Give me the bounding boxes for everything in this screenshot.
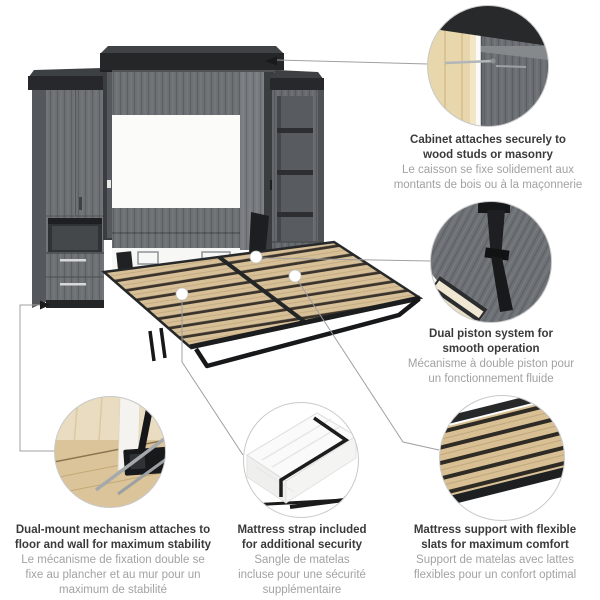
arrow-left-icon [265,56,277,66]
caption-line: Dual-mount mechanism attaches to [15,524,211,536]
bed-leg [148,330,156,362]
caption-line: Sangle de matelas [254,554,350,566]
marker-dot-slats [288,269,302,283]
caption-line: Le caisson se fixe solidement aux [402,164,574,176]
caption-line: Cabinet attaches securely to [410,134,566,146]
caption-line: slats for maximum comfort [421,539,569,551]
connector-dual-mount [19,304,54,452]
marker-dot-strap [175,287,189,301]
caption-dual-mount: Dual-mount mechanism attaches to floor a… [0,523,226,598]
connector-slat-support [297,280,440,451]
mounting-screw [444,59,493,65]
caption-fr: Support de matelas avec lattes flexibles… [383,553,600,583]
mattress-strap-band [279,416,350,497]
lag-screw [94,434,166,492]
slat-deck-closeup [439,395,565,508]
arrow-right-icon [40,300,50,310]
caption-fr: Sangle de matelas incluse pour une sécur… [213,553,391,598]
connector-mattress-strap [181,299,244,456]
right-pivot-bracket [249,212,269,258]
connector-cabinet-mount [276,59,429,65]
right-shelf-unit [270,70,324,275]
caption-line: maximum de stabilité [58,584,167,596]
lag-screw [117,450,166,496]
caption-line: incluse pour une sécurité [238,569,366,581]
caption-line: for additional security [241,539,363,551]
wall-opening [112,115,240,208]
callout-circle-dual-mount [54,396,166,508]
caption-line: fixe au plancher et au mur pour un [25,569,201,581]
caption-fr: Le mécanisme de fixation double se fixe … [0,553,226,598]
caption-line: Mattress support with flexible [413,524,577,536]
caption-line: floor and wall for maximum stability [14,539,212,551]
connector-dual-piston [261,257,432,262]
callout-circle-cabinet-mount [427,5,549,127]
caption-line: supplémentaire [262,584,342,596]
murphy-bed-main-image [28,46,424,369]
caption-line: flexibles pour un confort optimal [413,569,577,581]
caption-en: Mattress support with flexible slats for… [383,523,600,553]
caption-line: montants de bois ou à la maçonnerie [393,179,583,191]
center-rail [217,255,307,324]
callout-circle-mattress-strap [243,402,359,518]
caption-cabinet-mount: Cabinet attaches securely to wood studs … [372,133,600,193]
piston-mount [478,201,510,213]
caption-slat-support: Mattress support with flexible slats for… [383,523,600,583]
callout-markers [40,56,302,310]
left-storage-cabinet [28,68,108,308]
caption-fr: Mécanisme à double piston pour un foncti… [375,357,600,387]
piston-upper-arm [487,210,505,258]
caption-fr: Le caisson se fixe solidement aux montan… [372,163,600,193]
bed-frame-bars [289,446,359,509]
caption-en: Mattress strap included for additional s… [213,523,391,553]
caption-line: Support de matelas avec lattes [416,554,574,566]
caption-en: Dual piston system for smooth operation [375,327,600,357]
caption-en: Dual-mount mechanism attaches to floor a… [0,523,226,553]
caption-line: Le mécanisme de fixation double se [21,554,205,566]
leg-handle-bar [194,297,421,369]
mounting-screw [495,65,527,68]
foot-rail [189,295,421,350]
piston-lower-arm [491,256,513,312]
bed-leg [159,327,167,359]
caption-mattress-strap: Mattress strap included for additional s… [213,523,391,598]
caption-line: smooth operation [442,343,540,355]
caption-line: un fonctionnement fluide [428,373,554,385]
caption-line: Mécanisme à double piston pour [407,358,575,370]
callout-circle-slat-support [439,395,565,521]
marker-dot-piston [249,250,263,264]
wall-bracket [137,251,159,265]
callout-connectors [19,59,440,456]
caption-line: Mattress strap included [237,524,367,536]
bed-platform [101,212,424,369]
caption-line: wood studs or masonry [423,149,553,161]
caption-line: Dual piston system for [429,328,553,340]
left-pivot-bracket [116,251,133,270]
caption-en: Cabinet attaches securely to wood studs … [372,133,600,163]
caption-dual-piston: Dual piston system for smooth operation … [375,327,600,387]
